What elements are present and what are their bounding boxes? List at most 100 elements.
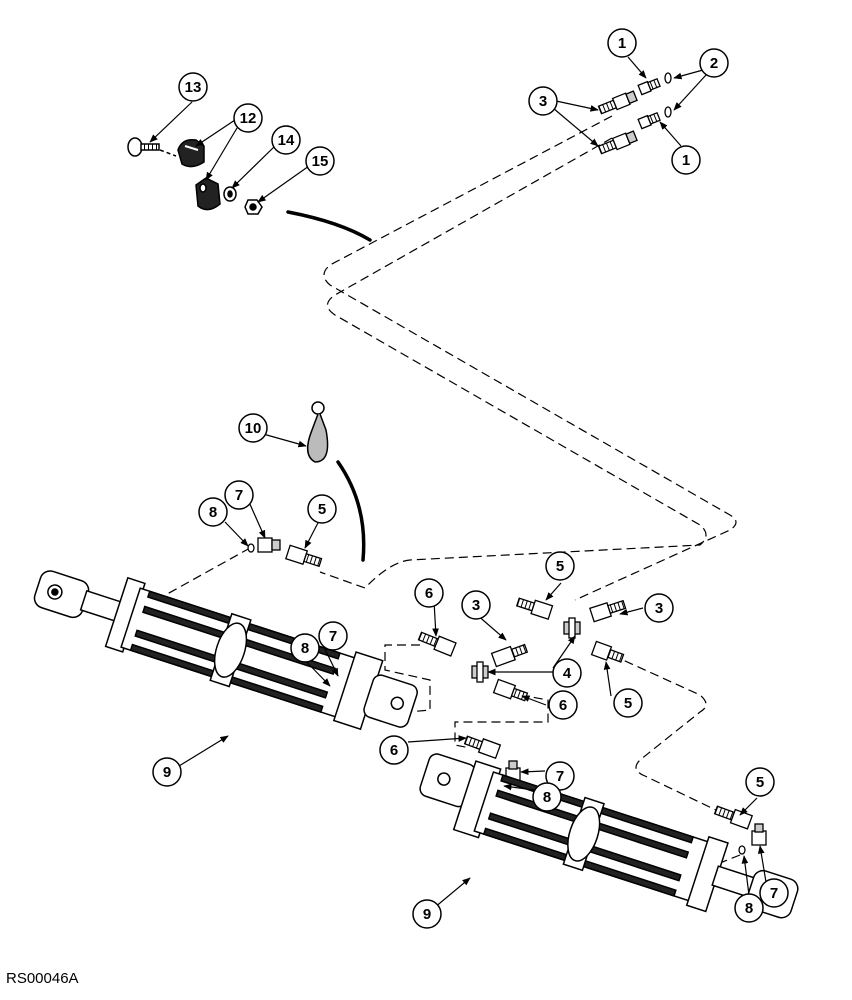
- callout-3-center: 3: [461, 590, 491, 620]
- tee-4-upper: [563, 617, 581, 639]
- svg-text:10: 10: [245, 420, 262, 437]
- svg-text:7: 7: [556, 768, 564, 785]
- o-ring-2-top-a: [664, 72, 672, 84]
- callout-4: 4: [552, 658, 582, 688]
- o-ring-8-left: [247, 543, 255, 553]
- hose-route-loop-b: [454, 694, 549, 749]
- callout-14: 14: [271, 125, 301, 155]
- callout-8-left: 8: [198, 497, 228, 527]
- callout-3-top: 3: [528, 86, 558, 116]
- hose-route-loop-a: [384, 644, 431, 713]
- svg-text:8: 8: [745, 900, 753, 917]
- svg-text:7: 7: [770, 885, 778, 902]
- adapter-3-top-a: [597, 90, 638, 115]
- group-leaders: [286, 210, 372, 562]
- svg-text:9: 9: [163, 764, 171, 781]
- tie-group-leader: [336, 460, 366, 562]
- callout-8-right: 8: [734, 893, 764, 923]
- cylinder-left-clevis: [33, 570, 90, 619]
- svg-text:9: 9: [423, 906, 431, 923]
- callout-5-left: 5: [307, 494, 337, 524]
- hydraulic-cylinder-left: [33, 570, 418, 731]
- clamp-hardware: [127, 137, 263, 215]
- callout-7-right: 7: [759, 878, 789, 908]
- callout-6-lower: 6: [379, 735, 409, 765]
- svg-text:7: 7: [329, 628, 337, 645]
- callout-2: 2: [699, 48, 729, 78]
- elbow-7-left: [257, 537, 281, 553]
- hose-route-upper-b: [319, 137, 707, 589]
- svg-text:6: 6: [559, 697, 567, 714]
- callout-10: 10: [238, 413, 268, 443]
- callout-6-right: 6: [548, 690, 578, 720]
- callout-7-lower: 7: [545, 761, 575, 791]
- svg-text:3: 3: [472, 597, 480, 614]
- tee-4-lower: [471, 661, 489, 683]
- callout-1-top: 1: [607, 28, 637, 58]
- lock-washer: [223, 186, 237, 202]
- svg-text:6: 6: [425, 585, 433, 602]
- svg-text:3: 3: [655, 600, 663, 617]
- adapter-3-center: [490, 643, 529, 668]
- hose-route-right: [611, 654, 721, 813]
- svg-text:8: 8: [209, 504, 217, 521]
- svg-text:5: 5: [318, 501, 326, 518]
- connector-1-top-a: [637, 77, 661, 96]
- elbow-7-right: [751, 823, 767, 846]
- svg-text:5: 5: [756, 774, 764, 791]
- svg-text:5: 5: [624, 695, 632, 712]
- adapter-5-right: [590, 640, 625, 663]
- cap-screw: [127, 137, 160, 157]
- figure-id: RS00046A: [6, 970, 79, 987]
- svg-text:1: 1: [618, 35, 626, 52]
- callout-15: 15: [305, 146, 335, 176]
- callout-9-right: 9: [412, 899, 442, 929]
- cable-tie: [306, 401, 329, 463]
- svg-text:6: 6: [390, 742, 398, 759]
- svg-text:12: 12: [240, 110, 257, 127]
- fittings: [247, 72, 767, 855]
- svg-text:8: 8: [301, 640, 309, 657]
- cylinder-left-rear-clevis: [363, 674, 418, 728]
- hose-route-upper-a: [323, 115, 737, 601]
- adapter-6-lower: [463, 735, 502, 760]
- callout-5-lower: 5: [745, 767, 775, 797]
- callout-3-right: 3: [644, 593, 674, 623]
- adapter-6-right: [492, 678, 529, 702]
- adapter-3-top-b: [597, 130, 638, 155]
- svg-text:3: 3: [539, 93, 547, 110]
- callout-7-mid: 7: [318, 621, 348, 651]
- connector-1-top-b: [637, 111, 661, 130]
- adapter-5-center: [515, 597, 554, 620]
- callout-5-right: 5: [613, 688, 643, 718]
- svg-text:5: 5: [556, 558, 564, 575]
- callout-5-center: 5: [545, 551, 575, 581]
- clamp-group-leader: [286, 210, 372, 242]
- adapter-3-right: [589, 599, 627, 623]
- callout-8-lower: 8: [532, 782, 562, 812]
- svg-text:13: 13: [185, 79, 202, 96]
- adapter-5-left: [285, 544, 323, 568]
- callout-7-left: 7: [224, 480, 254, 510]
- callout-6-upper: 6: [414, 578, 444, 608]
- callout-12: 12: [233, 103, 263, 133]
- callout-13: 13: [178, 72, 208, 102]
- svg-text:7: 7: [235, 487, 243, 504]
- callout-1-bottom: 1: [671, 145, 701, 175]
- adapter-5-lower: [713, 805, 754, 830]
- callouts: 1 1 2 3 13 12 14 15 10 8 7 5 5 6 3 3 7 8…: [152, 28, 789, 929]
- clamp-lower: [195, 177, 221, 211]
- svg-text:4: 4: [563, 665, 572, 682]
- adapter-6-upper: [417, 631, 457, 657]
- hose-route-cyl-left: [159, 547, 251, 599]
- o-ring-2-top-b: [664, 106, 672, 118]
- svg-text:2: 2: [710, 55, 718, 72]
- svg-text:8: 8: [543, 789, 551, 806]
- callout-9-left: 9: [152, 757, 182, 787]
- svg-text:1: 1: [682, 152, 690, 169]
- hex-nut: [244, 199, 263, 215]
- svg-text:14: 14: [278, 132, 295, 149]
- svg-text:15: 15: [312, 153, 329, 170]
- o-ring-8-right: [738, 845, 746, 855]
